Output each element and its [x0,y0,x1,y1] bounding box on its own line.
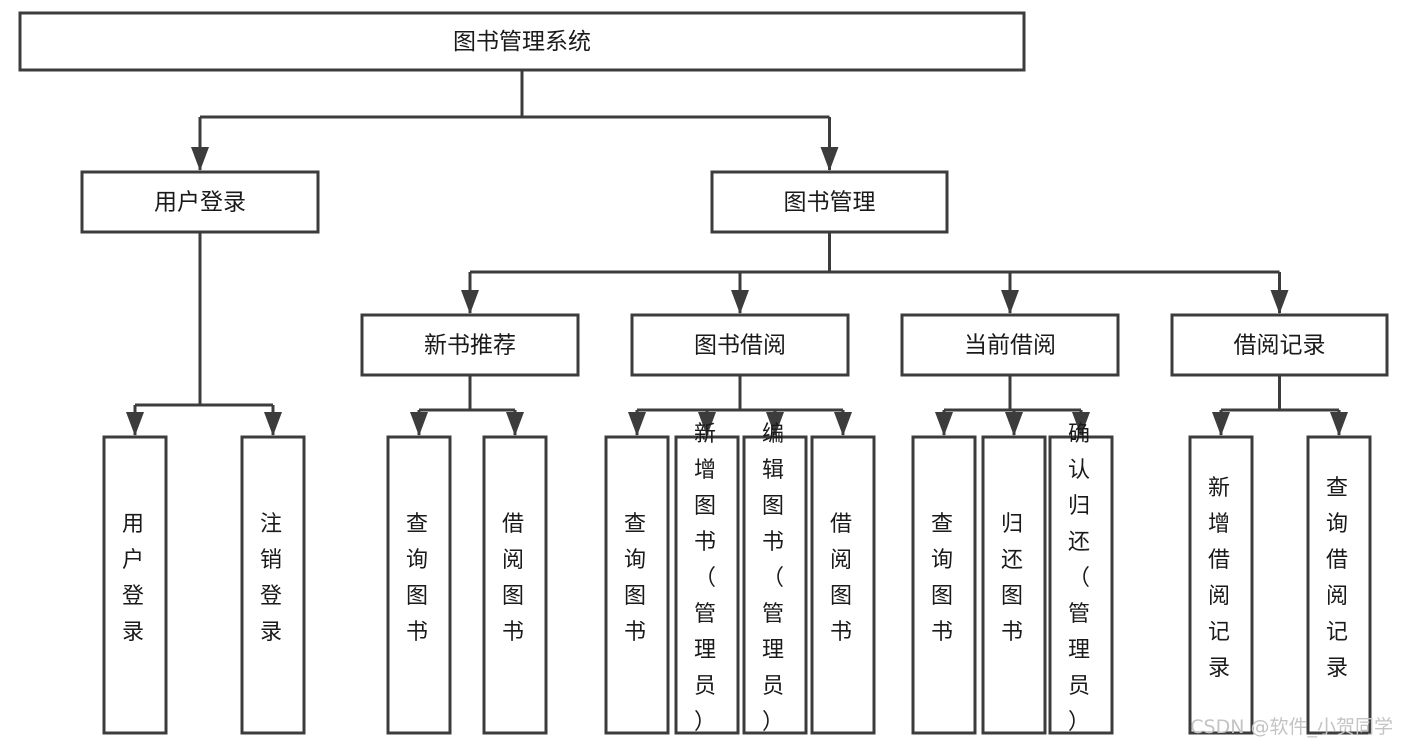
node-box-user-login [80,170,320,234]
arrow-head-icon [628,412,646,436]
node-box-leaf-add-book [674,435,740,735]
node-leaf-query-record[interactable]: 查询借阅记录 [1306,435,1372,735]
arrow-head-icon [410,412,428,436]
node-new-book-recommend[interactable]: 新书推荐 [360,313,580,377]
node-label-current-borrow: 当前借阅 [964,333,1056,359]
arrow-head-icon [461,290,479,314]
node-leaf-borrow-book-2[interactable]: 借阅图书 [810,435,876,735]
node-box-leaf-borrow-book-2 [810,435,876,735]
node-label-book-manage: 图书管理 [784,190,876,216]
node-user-login[interactable]: 用户登录 [80,170,320,234]
arrow-head-icon [935,412,953,436]
arrow-head-icon [191,147,209,171]
node-box-leaf-user-login [102,435,168,735]
arrow-head-icon [264,412,282,436]
node-current-borrow[interactable]: 当前借阅 [900,313,1120,377]
arrow-head-icon [1001,290,1019,314]
node-label-leaf-query-record: 查询借阅记录 [1326,476,1352,681]
arrow-head-icon [1270,290,1289,314]
node-label-leaf-user-login: 用户登录 [122,512,148,645]
node-book-borrow[interactable]: 图书借阅 [630,313,850,377]
node-label-leaf-return-book: 归还图书 [1001,512,1027,645]
node-box-borrow-record [1170,313,1389,377]
arrow-head-icon [834,412,852,436]
node-label-leaf-query-book-1: 查询图书 [406,512,432,645]
node-label-leaf-add-book: 新增图书（管理员） [694,422,720,735]
node-label-user-login: 用户登录 [154,190,246,216]
arrow-head-icon [1072,412,1090,436]
node-box-leaf-borrow-book-1 [482,435,548,735]
arrow-head-icon [1330,412,1348,436]
node-leaf-logout[interactable]: 注销登录 [240,435,306,735]
node-label-leaf-edit-book: 编辑图书（管理员） [762,422,788,735]
arrow-head-icon [731,290,749,314]
node-label-root: 图书管理系统 [453,29,591,55]
node-leaf-add-record[interactable]: 新增借阅记录 [1188,435,1254,735]
node-leaf-query-book-3[interactable]: 查询图书 [911,435,977,735]
node-leaf-add-book[interactable]: 新增图书（管理员） [674,422,740,735]
node-leaf-return-book[interactable]: 归还图书 [981,435,1047,735]
arrow-head-icon [698,412,716,436]
node-box-leaf-add-record [1188,435,1254,735]
node-box-book-borrow [630,313,850,377]
flowchart-nodes: 图书管理系统用户登录图书管理新书推荐图书借阅当前借阅借阅记录用户登录注销登录查询… [18,11,1389,735]
node-box-current-borrow [900,313,1120,377]
node-label-leaf-confirm-return: 确认归还（管理员） [1068,422,1094,735]
arrow-head-icon [820,147,839,171]
arrow-head-icon [126,412,144,436]
node-box-root [18,11,1026,72]
arrow-head-icon [1005,412,1023,436]
arrow-head-icon [766,412,784,436]
node-label-new-book-recommend: 新书推荐 [424,333,516,359]
node-label-leaf-borrow-book-1: 借阅图书 [502,512,528,645]
node-borrow-record[interactable]: 借阅记录 [1170,313,1389,377]
node-leaf-user-login[interactable]: 用户登录 [102,435,168,735]
node-box-leaf-query-book-2 [604,435,670,735]
node-box-leaf-query-book-1 [386,435,452,735]
node-leaf-confirm-return[interactable]: 确认归还（管理员） [1048,422,1114,735]
csdn-watermark: CSDN @软件_小贺同学 [1190,716,1393,738]
node-box-leaf-query-book-3 [911,435,977,735]
node-label-leaf-borrow-book-2: 借阅图书 [830,512,856,645]
node-root[interactable]: 图书管理系统 [18,11,1026,72]
node-label-leaf-logout: 注销登录 [260,512,286,645]
node-leaf-query-book-1[interactable]: 查询图书 [386,435,452,735]
node-box-leaf-logout [240,435,306,735]
node-label-leaf-query-book-2: 查询图书 [624,512,650,645]
node-box-leaf-edit-book [742,435,808,735]
node-leaf-edit-book[interactable]: 编辑图书（管理员） [742,422,808,735]
node-book-manage[interactable]: 图书管理 [710,170,949,234]
arrow-head-icon [1212,412,1230,436]
node-leaf-query-book-2[interactable]: 查询图书 [604,435,670,735]
connector-edges [126,70,1348,436]
node-box-book-manage [710,170,949,234]
node-box-leaf-return-book [981,435,1047,735]
node-label-leaf-query-book-3: 查询图书 [931,512,957,645]
node-label-leaf-add-record: 新增借阅记录 [1208,476,1234,681]
node-leaf-borrow-book-1[interactable]: 借阅图书 [482,435,548,735]
arrow-head-icon [506,412,524,436]
node-label-borrow-record: 借阅记录 [1234,333,1326,359]
node-box-leaf-query-record [1306,435,1372,735]
node-box-new-book-recommend [360,313,580,377]
node-box-leaf-confirm-return [1048,435,1114,735]
node-label-book-borrow: 图书借阅 [694,333,786,359]
